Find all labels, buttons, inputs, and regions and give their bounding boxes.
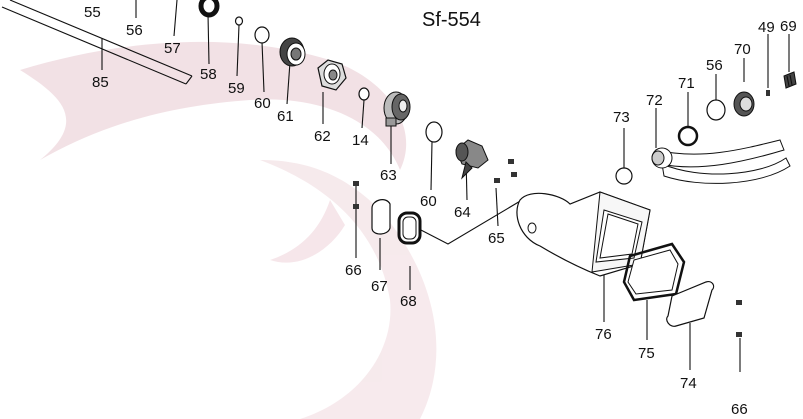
callout-62: 62 bbox=[314, 128, 331, 145]
callout-49: 49 bbox=[758, 19, 775, 36]
diagram-title: Sf-554 bbox=[422, 9, 481, 31]
part-shaft-85 bbox=[1, 0, 193, 85]
callout-74: 74 bbox=[680, 375, 697, 392]
part-63-valve bbox=[383, 91, 411, 127]
callout-64: 64 bbox=[454, 204, 471, 221]
part-66a-screws bbox=[353, 181, 359, 209]
part-66b-screws bbox=[736, 300, 742, 337]
callout-73: 73 bbox=[613, 109, 630, 126]
part-58-oring bbox=[198, 0, 220, 18]
callout-85: 85 bbox=[92, 74, 109, 91]
callout-76: 76 bbox=[595, 326, 612, 343]
part-49-pin bbox=[766, 90, 770, 96]
part-71-ring bbox=[677, 125, 699, 147]
watermark-logo bbox=[20, 41, 437, 419]
leader-lines bbox=[101, 0, 790, 372]
callout-75: 75 bbox=[638, 345, 655, 362]
callout-14: 14 bbox=[352, 132, 369, 149]
part-60-ring bbox=[254, 26, 270, 44]
callout-59: 59 bbox=[228, 80, 245, 97]
callout-66: 66 bbox=[345, 262, 362, 279]
part-14-ring bbox=[358, 87, 370, 101]
part-69-spring bbox=[783, 71, 797, 89]
callout-60: 60 bbox=[254, 95, 271, 112]
callout-61: 61 bbox=[277, 108, 294, 125]
part-61-bushing bbox=[279, 37, 306, 67]
callout-56: 56 bbox=[126, 22, 143, 39]
callout-66b: 66 bbox=[731, 401, 748, 418]
part-68-gasket bbox=[397, 211, 422, 245]
callout-labels: 55 56 57 85 58 59 60 61 62 14 63 60 64 6… bbox=[84, 4, 797, 418]
part-73-ring bbox=[615, 167, 633, 185]
part-72-hose bbox=[651, 139, 791, 184]
callout-69: 69 bbox=[780, 18, 797, 35]
part-67-plate bbox=[371, 199, 391, 235]
part-76-housing bbox=[516, 191, 651, 277]
callout-58: 58 bbox=[200, 66, 217, 83]
part-64-trigger bbox=[455, 139, 489, 180]
part-60b-ring bbox=[425, 121, 443, 143]
part-65-screws bbox=[494, 159, 517, 183]
callout-60b: 60 bbox=[420, 193, 437, 210]
part-74-cover bbox=[666, 281, 715, 327]
callout-72: 72 bbox=[646, 92, 663, 109]
callout-56b: 56 bbox=[706, 57, 723, 74]
callout-68: 68 bbox=[400, 293, 417, 310]
callout-63: 63 bbox=[380, 167, 397, 184]
part-56-ring bbox=[706, 99, 726, 121]
callout-67: 67 bbox=[371, 278, 388, 295]
callout-55: 55 bbox=[84, 4, 101, 21]
part-62-nut bbox=[317, 59, 347, 91]
callout-57: 57 bbox=[164, 40, 181, 57]
part-70-nut bbox=[733, 91, 755, 117]
part-59-ring bbox=[234, 16, 244, 26]
callout-71: 71 bbox=[678, 75, 695, 92]
callout-65: 65 bbox=[488, 230, 505, 247]
callout-70: 70 bbox=[734, 41, 751, 58]
